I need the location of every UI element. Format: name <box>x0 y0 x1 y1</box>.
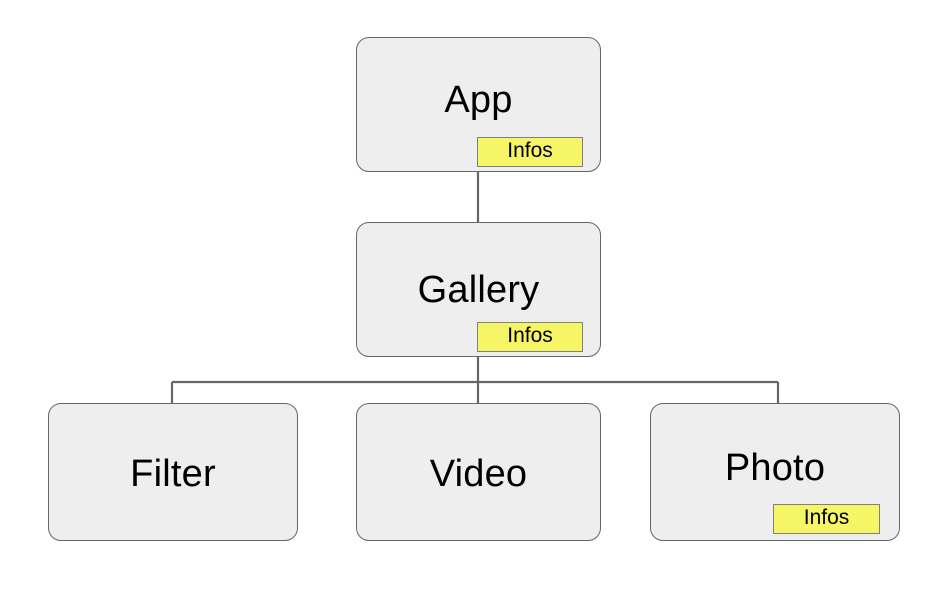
node-video-label: Video <box>429 453 528 495</box>
node-photo-label: Photo <box>724 447 826 489</box>
node-app[interactable]: App Infos <box>356 37 601 172</box>
node-photo-infos-badge[interactable]: Infos <box>773 504 880 534</box>
node-video[interactable]: Video <box>356 403 601 541</box>
node-photo[interactable]: Photo Infos <box>650 403 900 541</box>
node-app-infos-badge[interactable]: Infos <box>477 137 583 167</box>
node-gallery-infos-badge[interactable]: Infos <box>477 322 583 352</box>
node-gallery-label: Gallery <box>417 269 540 311</box>
node-filter[interactable]: Filter <box>48 403 298 541</box>
node-app-label: App <box>444 79 513 121</box>
node-filter-label: Filter <box>130 453 216 495</box>
node-gallery[interactable]: Gallery Infos <box>356 222 601 357</box>
